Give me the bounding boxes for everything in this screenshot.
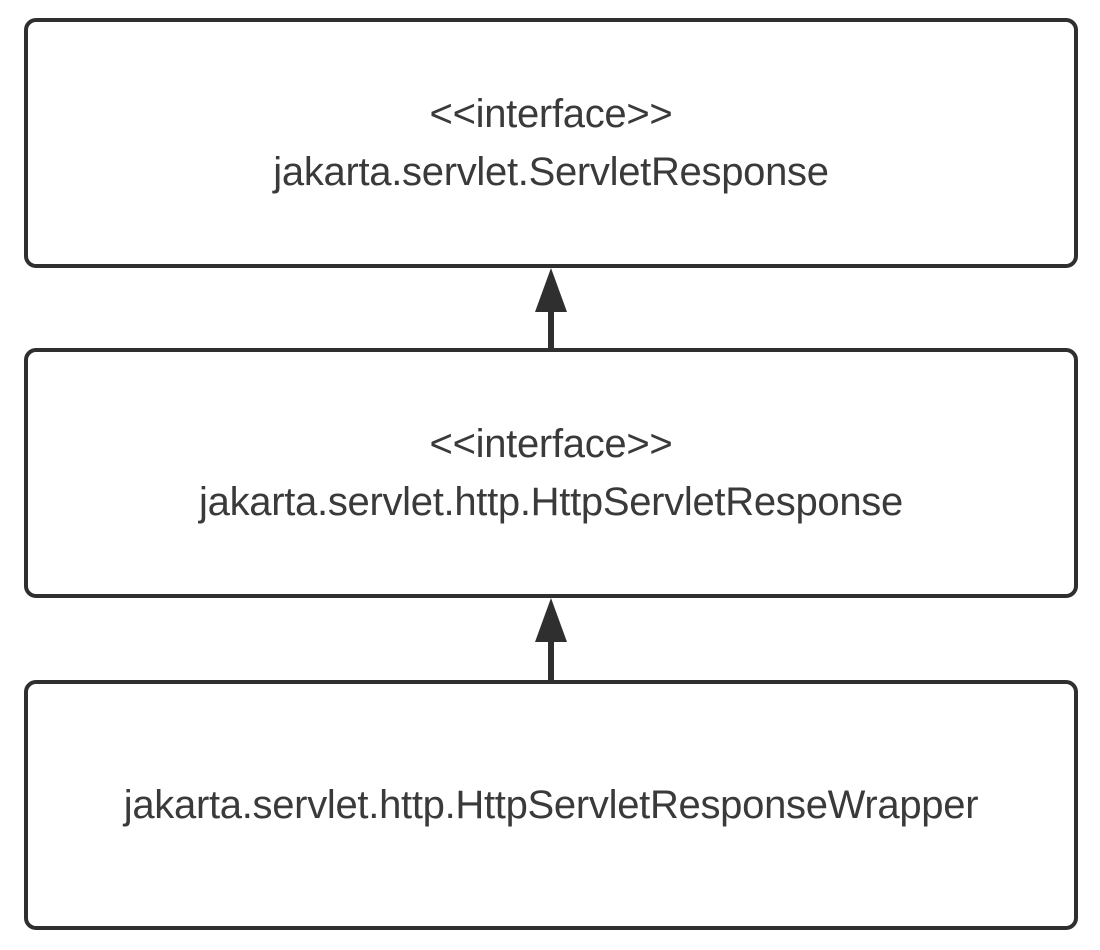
stereotype-label: <<interface>> [429, 92, 673, 136]
arrow-head [535, 268, 567, 312]
inheritance-arrow-2 [535, 598, 567, 680]
class-box-http-servlet-response[interactable]: <<interface>> jakarta.servlet.http.HttpS… [24, 348, 1078, 598]
class-name-servlet-response: jakarta.servlet.ServletResponse [273, 150, 829, 194]
class-box-http-servlet-response-wrapper[interactable]: jakarta.servlet.http.HttpServletResponse… [24, 680, 1078, 930]
class-name-http-servlet-response: jakarta.servlet.http.HttpServletResponse [199, 480, 903, 524]
class-name-http-servlet-response-wrapper: jakarta.servlet.http.HttpServletResponse… [123, 783, 979, 827]
stereotype-label: <<interface>> [429, 422, 673, 466]
inheritance-arrow-1 [535, 268, 567, 348]
arrow-head [535, 598, 567, 642]
class-box-servlet-response[interactable]: <<interface>> jakarta.servlet.ServletRes… [24, 18, 1078, 268]
